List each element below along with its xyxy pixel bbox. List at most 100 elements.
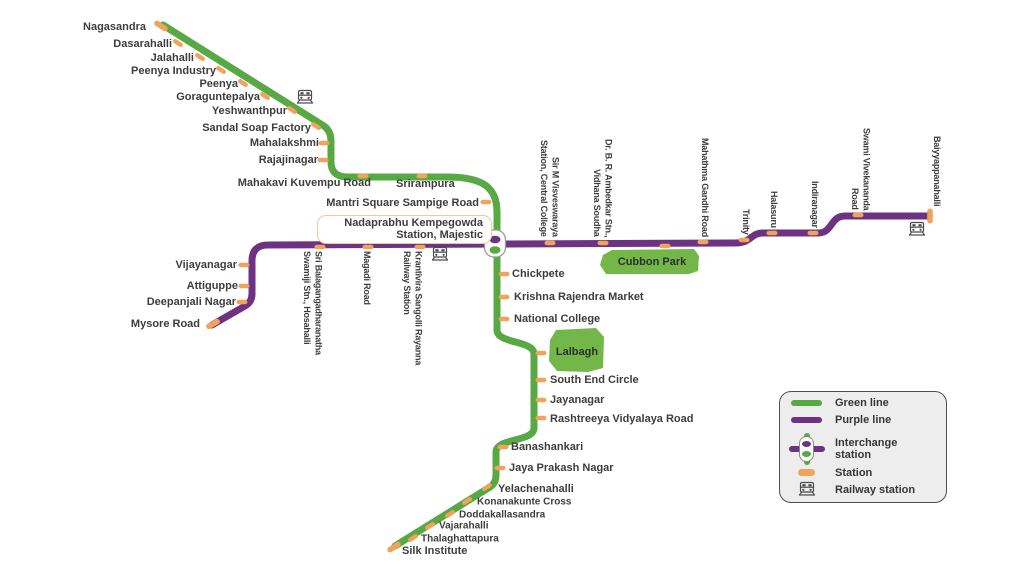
label-line: Station, Central College [539, 140, 549, 237]
station-tick-vajarahalli [425, 522, 435, 530]
station-tick-yeshwanthpur [287, 106, 297, 114]
terminus-tick-mysore-road [206, 318, 220, 330]
station-tick-krantivira [414, 244, 426, 250]
legend-station-swatch [798, 469, 815, 476]
label-line: Sir M Visveswaraya [550, 157, 561, 237]
station-label-magadi-road: Magadi Road [361, 251, 372, 305]
station-label-silk-institute: Silk Institute [402, 544, 468, 557]
label-line: Vidhana Soudha [592, 169, 602, 237]
interchange-label-line2: Station, Majestic [396, 228, 483, 241]
station-label-banashankari: Banashankari [511, 440, 584, 453]
station-label-sandal-soap-factory: Sandal Soap Factory [202, 121, 311, 134]
station-label-trinity: Trinity [740, 209, 751, 235]
station-label-rashtreeya-vidyalaya-road: Rashtreeya Vidyalaya Road [550, 412, 694, 425]
station-tick-magadi-road [362, 244, 374, 250]
legend-interchange-line1: Interchange [835, 437, 898, 449]
station-label-vajarahalli: Vajarahalli [439, 520, 489, 532]
station-label-krantivira: Krantivira Sangolli Rayanna Railway Stat… [401, 251, 424, 365]
station-tick-trinity [738, 237, 750, 243]
station-label-mantri-square: Mantri Square Sampige Road [326, 196, 479, 209]
station-label-srirampura: Srirampura [396, 177, 455, 190]
label-line: Swamiji Stn., Hosahalli [302, 251, 312, 345]
park-label-lalbagh: Lalbagh [555, 346, 599, 358]
station-tick-national-college [498, 316, 510, 322]
station-tick-mahakavi-kuvempu-road [357, 173, 369, 179]
station-label-peenya: Peenya [199, 77, 238, 90]
legend-purple-line-swatch [791, 417, 822, 423]
station-label-sri-balagangadharanatha: Sri Balagangadharanatha Swamiji Stn., Ho… [301, 251, 324, 355]
station-tick-mantri-square [480, 199, 492, 205]
station-label-dasarahalli: Dasarahalli [113, 37, 172, 50]
station-label-nagasandra: Nagasandra [83, 20, 146, 33]
legend-green-line-swatch [791, 400, 822, 406]
station-label-baiyyappanahalli: Baiyyappanahalli [931, 135, 942, 206]
station-tick-jalahalli [195, 53, 205, 61]
station-tick-konanakunte-cross [462, 497, 472, 505]
label-line: Railway Station [402, 251, 412, 315]
station-tick-vijayanagar [238, 262, 250, 268]
legend-railway-icon [798, 481, 816, 496]
station-tick-banashankari [497, 444, 509, 450]
station-label-vijayanagar: Vijayanagar [175, 258, 237, 271]
station-tick-dr-br-ambedkar [597, 240, 609, 246]
interchange-label-line1: Nadaprabhu Kempegowda [344, 217, 483, 229]
legend-purple-line-label: Purple line [835, 414, 892, 426]
lalbagh-park-area [549, 328, 604, 372]
station-label-jalahalli: Jalahalli [150, 51, 194, 64]
station-tick-rajajinagar [317, 157, 329, 163]
railway-icon-krantivira [431, 246, 449, 261]
station-label-swami-vivekananda-road: Swami Vivekananda Road [849, 128, 872, 210]
park-label-cubbon-park: Cubbon Park [617, 256, 687, 268]
station-tick-dasarahalli [173, 39, 183, 47]
station-tick-peenya-industry [216, 66, 226, 74]
station-label-jayanagar: Jayanagar [550, 393, 605, 406]
legend-railway-label: Railway station [835, 484, 916, 496]
station-label-mahakavi-kuvempu-road: Mahakavi Kuvempu Road [237, 176, 371, 189]
terminus-tick-silk-institute [387, 541, 401, 553]
green-line-station-markers [154, 20, 547, 553]
station-label-jaya-prakash-nagar: Jaya Prakash Nagar [509, 461, 614, 474]
station-tick-deepanjali-nagar [236, 299, 248, 305]
station-label-chickpete: Chickpete [512, 267, 565, 280]
station-tick-rashtreeya-vidyalaya-road [535, 415, 547, 421]
terminus-tick-baiyyappanahalli [927, 208, 933, 224]
station-label-rajajinagar: Rajajinagar [258, 153, 318, 166]
interchange-label-box: Nadaprabhu Kempegowda Station, Majestic [317, 215, 492, 244]
station-label-krishna-rajendra-market: Krishna Rajendra Market [514, 290, 644, 303]
station-tick-krishna-rajendra-market [498, 294, 510, 300]
legend-interchange-icon [789, 433, 825, 465]
terminus-tick-nagasandra [154, 20, 168, 32]
station-tick-thalaghattapura [408, 534, 418, 542]
station-label-attiguppe: Attiguppe [186, 279, 238, 292]
station-label-sir-m-visveswaraya: Sir M Visveswaraya Station, Central Coll… [538, 140, 561, 237]
station-tick-chickpete [498, 271, 510, 277]
station-label-national-college: National College [514, 312, 601, 325]
station-label-mysore-road: Mysore Road [130, 317, 200, 330]
station-tick-jayanagar [535, 397, 547, 403]
cubbon-park-area [600, 249, 699, 274]
station-tick-goraguntepalya [260, 92, 270, 100]
label-line: Dr. B. R. Ambedkar Stn., [603, 138, 614, 237]
station-label-indiranagar: Indiranagar [809, 181, 820, 228]
station-label-deepanjali-nagar: Deepanjali Nagar [146, 295, 236, 308]
purple-line-station-markers [206, 208, 933, 330]
station-tick-halasuru [766, 230, 778, 236]
station-label-yelachenahalli: Yelachenahalli [498, 482, 574, 495]
station-label-konanakunte-cross: Konanakunte Cross [477, 496, 572, 508]
label-line: Road [850, 188, 860, 210]
station-tick-indiranagar [807, 230, 819, 236]
station-label-doddakallasandra: Doddakallasandra [459, 509, 546, 521]
station-label-south-end-circle: South End Circle [550, 373, 639, 386]
legend-interchange-line2: station [835, 449, 872, 461]
station-label-goraguntepalya: Goraguntepalya [176, 90, 260, 103]
station-tick-jaya-prakash-nagar [494, 465, 506, 471]
station-tick-sri-balagangadharanatha [314, 244, 326, 250]
label-line: Swami Vivekananda [861, 127, 872, 210]
station-label-halasuru: Halasuru [768, 191, 779, 228]
station-tick-south-end-circle [535, 377, 547, 383]
legend-green-line-label: Green line [835, 397, 889, 409]
station-tick-peenya [238, 79, 248, 87]
station-label-thalaghattapura: Thalaghattapura [421, 533, 499, 545]
station-label-peenya-industry: Peenya Industry [131, 64, 216, 77]
